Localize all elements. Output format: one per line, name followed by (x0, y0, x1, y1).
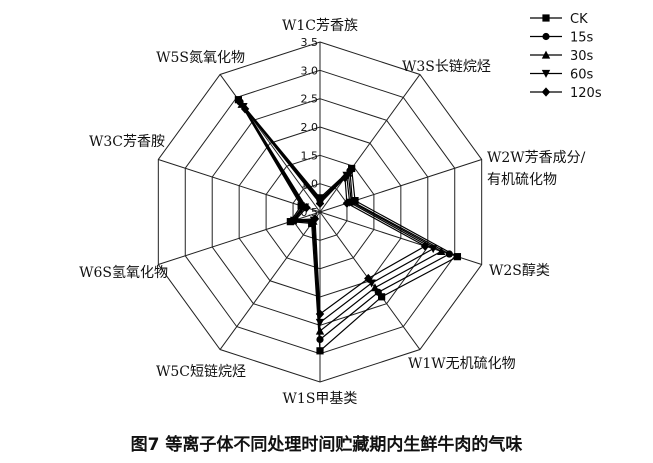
tick-label: 1.5 (301, 149, 319, 162)
axis-label: W1S甲基类 (283, 390, 358, 407)
grid-spoke (319, 74, 421, 213)
axis-label: W2W芳香成分/有机硫化物 (487, 149, 586, 188)
data-point (542, 32, 550, 41)
figure-caption: 图7 等离子体不同处理时间贮藏期内生鲜牛肉的气味 (130, 435, 523, 455)
axis-labels: W1C芳香族 W3S长链烷烃 W2W芳香成分/有机硫化物 W2S醇类 W1W无机硫化物 W… (79, 17, 586, 407)
legend-label: 30s (570, 49, 594, 64)
tick-label: 3.5 (301, 36, 319, 49)
data-point (302, 203, 311, 213)
data-point (310, 214, 320, 224)
grid-spoke (219, 211, 321, 350)
legend-label: 60s (570, 68, 594, 83)
series-CK (234, 96, 462, 355)
data-point (542, 14, 550, 22)
axis-label-line: 有机硫化物 (487, 172, 557, 188)
axis-label-line: W2W芳香成分/ (487, 149, 586, 166)
data-point (315, 198, 325, 209)
data-point (240, 104, 250, 114)
axis-label: W1C芳香族 (282, 17, 358, 34)
data-point (437, 246, 446, 255)
data-point (316, 335, 324, 344)
data-point (315, 326, 325, 335)
data-point (370, 283, 380, 292)
series-line (242, 106, 435, 324)
series-line (237, 99, 459, 353)
axis-label: W5S氮氧化物 (156, 50, 245, 66)
series-120s (240, 104, 430, 319)
legend-label: 120s (570, 86, 602, 101)
data-point (428, 245, 438, 254)
data-point (445, 250, 453, 258)
data-point (342, 198, 352, 208)
data-point (453, 253, 462, 261)
legend-label: 15s (570, 31, 594, 46)
data-point (364, 273, 373, 284)
data-point (541, 87, 551, 97)
data-point (541, 50, 551, 59)
data-point (315, 318, 325, 327)
legend: CK 15s 30s 60s 120s (530, 12, 602, 101)
series-line (241, 103, 443, 333)
axis-label: W3S长链烷烃 (402, 59, 491, 75)
tick-label: 2.5 (301, 93, 319, 106)
data-point (378, 293, 386, 301)
axis-label: W1W无机硫化物 (408, 356, 516, 372)
axis-label: W2S醇类 (489, 262, 550, 279)
data-point (315, 309, 325, 319)
data-point (420, 241, 430, 251)
series-30s (237, 99, 446, 335)
data-point (541, 69, 551, 78)
axis-label: W3C芳香胺 (89, 133, 165, 150)
tick-label: 2.0 (301, 121, 319, 134)
data-point (316, 347, 324, 355)
data-series (234, 96, 462, 355)
radar-chart: 0.51.01.52.02.53.03.5 W1C芳香族W3S长链烷烃W2W芳香… (79, 12, 602, 407)
data-point (291, 215, 300, 225)
grid-spoke (158, 158, 321, 213)
tick-label: 3.0 (301, 64, 319, 77)
legend-label: CK (570, 12, 588, 27)
data-point (340, 173, 350, 183)
axis-label: W6S氢氧化物 (79, 265, 168, 281)
axis-label: W5C短链烷烃 (156, 364, 246, 380)
